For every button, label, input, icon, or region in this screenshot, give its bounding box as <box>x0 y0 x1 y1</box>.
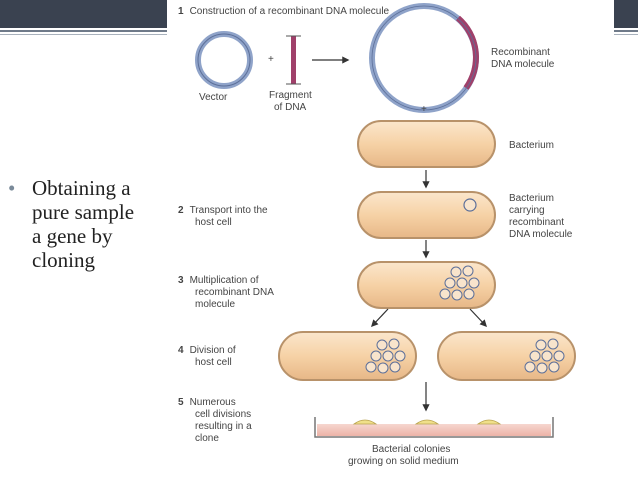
recombinant-outline <box>371 5 477 111</box>
arrow-split-left <box>371 308 389 328</box>
plasmid-copies-1 <box>439 265 480 301</box>
label-carrying-4: DNA molecule <box>509 229 573 240</box>
title-rule <box>0 30 167 32</box>
petri-dish <box>314 417 554 438</box>
title-bar-left <box>0 0 167 28</box>
label-carrying-3: recombinant <box>509 217 564 228</box>
step5-label-2: cell divisions <box>195 409 251 420</box>
plus-sign-1: + <box>268 54 274 65</box>
step5-label-3: resulting in a <box>195 421 252 432</box>
label-vector: Vector <box>199 92 228 103</box>
label-colonies-1: Bacterial colonies <box>372 444 450 455</box>
label-carrying-1: Bacterium <box>509 193 554 204</box>
label-fragment-1: Fragment <box>269 90 312 101</box>
title-rule-right-thin <box>614 34 638 35</box>
label-fragment-2: of DNA <box>274 102 307 113</box>
label-recombinant-1: Recombinant <box>491 47 550 58</box>
step5-label-4: clone <box>195 433 219 444</box>
plasmid-copies-right <box>524 338 565 374</box>
dna-fragment <box>291 36 296 84</box>
arrow-split-right <box>469 308 487 328</box>
plus-sign-2: + <box>421 104 427 115</box>
label-bacterium: Bacterium <box>509 140 554 151</box>
step3-label-2: recombinant DNA <box>195 287 274 298</box>
colony-3 <box>476 419 502 425</box>
step4-label-2: host cell <box>195 357 232 368</box>
label-colonies-2: growing on solid medium <box>348 456 459 467</box>
step2-label-2: host cell <box>195 217 232 228</box>
bullet-dot: • <box>8 176 16 200</box>
colony-2 <box>414 419 440 425</box>
bullet-text: Obtaining a pure sample a gene by clonin… <box>32 176 135 272</box>
solid-medium <box>317 424 551 436</box>
label-carrying-2: carrying <box>509 205 545 216</box>
title-bar-right <box>614 0 638 28</box>
bacterium-cell <box>357 120 496 168</box>
label-recombinant-2: DNA molecule <box>491 59 555 70</box>
bacterium-with-plasmid <box>357 191 496 239</box>
title-rule-thin <box>0 34 167 35</box>
colony-1 <box>352 419 378 425</box>
plasmid-in-cell <box>463 198 477 212</box>
plasmid-copies-left <box>365 338 406 374</box>
vector-plasmid-outline <box>197 33 251 87</box>
step3-label-3: molecule <box>195 299 235 310</box>
title-rule-right <box>614 30 638 32</box>
